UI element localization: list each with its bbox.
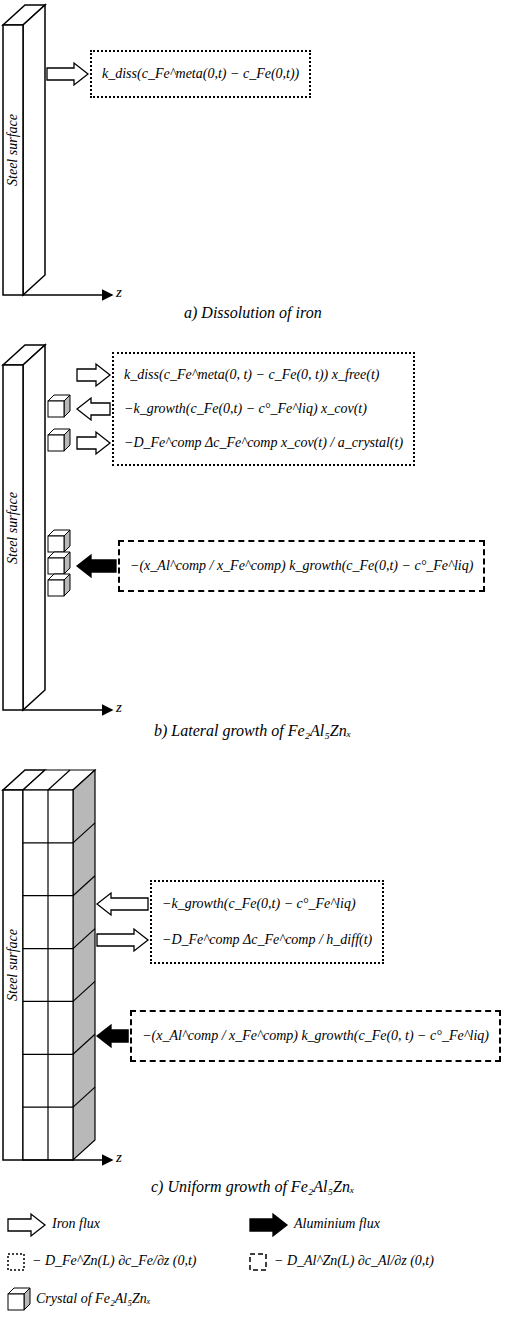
steel-slab <box>3 345 45 710</box>
aluminium-flux-arrow <box>97 1025 128 1047</box>
flux-equation: −D_Fe^comp Δc_Fe^comp x_cov(t) / a_cryst… <box>124 426 403 460</box>
iron-flux-arrow <box>47 63 88 85</box>
axis-label: z <box>116 1149 122 1166</box>
iron-flux-box: k_diss(c_Fe^meta(0, t) − c_Fe(0, t)) x_f… <box>112 352 415 466</box>
crystal-edge <box>23 895 73 896</box>
legend-text: Aluminium flux <box>294 1216 380 1232</box>
aluminium-flux-box: −(x_Al^comp / x_Fe^comp) k_growth(c_Fe(0… <box>130 1010 501 1062</box>
crystals <box>48 395 70 596</box>
legend-text: Iron flux <box>52 1216 100 1232</box>
steel-label: Steel surface <box>5 492 21 564</box>
crystal-edge <box>23 842 73 843</box>
crystal-edge <box>73 981 95 1001</box>
iron-flux-arrow <box>77 364 110 386</box>
crystal-edge <box>23 1107 73 1108</box>
aluminium-flux-arrow <box>77 555 116 577</box>
crystal-edge <box>73 823 95 843</box>
flux-equation: −(x_Al^comp / x_Fe^comp) k_growth(c_Fe(0… <box>142 1016 489 1056</box>
iron-flux-sample <box>8 1214 45 1236</box>
crystal-edge <box>73 929 95 949</box>
z-axis <box>23 294 112 296</box>
crystal-layer <box>23 770 95 1160</box>
flux-equation: k_diss(c_Fe^meta(0,t) − c_Fe(0,t)) <box>102 56 299 92</box>
crystal-edge <box>23 1054 73 1055</box>
steel-surface: Steel surface <box>3 770 95 1160</box>
flux-equation: −(x_Al^comp / x_Fe^comp) k_growth(c_Fe(0… <box>130 546 473 586</box>
steel-surface: Steel surface <box>3 345 75 710</box>
iron-flux-arrow <box>77 432 110 454</box>
crystal-edge <box>23 1001 73 1002</box>
panel-caption: a) Dissolution of iron <box>184 304 322 322</box>
aluminium-flux-box: −(x_Al^comp / x_Fe^comp) k_growth(c_Fe(0… <box>118 540 485 592</box>
crystal-edge <box>23 948 73 949</box>
aluminium-flux-sample <box>250 1214 287 1236</box>
crystal-edge <box>73 876 95 896</box>
axis-label: z <box>116 699 122 716</box>
flux-equation: −k_growth(c_Fe(0,t) − c°_Fe^liq) x_cov(t… <box>124 392 403 426</box>
dashed-box-sample <box>250 1254 266 1270</box>
iron-flux-box: −k_growth(c_Fe(0,t) − c°_Fe^liq)−D_Fe^co… <box>150 880 384 964</box>
steel-label: Steel surface <box>5 929 21 1001</box>
flux-equation: −k_growth(c_Fe(0,t) − c°_Fe^liq) <box>162 886 372 922</box>
panel-caption: c) Uniform growth of Fe₂Al₅Znₓ <box>151 1178 355 1196</box>
z-axis <box>23 1159 112 1161</box>
iron-flux-arrow <box>97 893 148 915</box>
iron-flux-box: k_diss(c_Fe^meta(0,t) − c_Fe(0,t)) <box>90 50 311 98</box>
axis-label: z <box>116 284 122 301</box>
legend-text: Crystal of Fe₂Al₅Znₓ <box>36 1291 151 1307</box>
legend-text: − D_Al^Zn(L) ∂c_Al/∂z (0,t) <box>274 1253 434 1269</box>
iron-flux-arrow <box>77 398 110 420</box>
z-axis <box>23 709 112 711</box>
iron-flux-arrow <box>97 929 148 951</box>
crystal-edge <box>73 1034 95 1054</box>
steel-slab <box>3 5 45 295</box>
flux-equation: k_diss(c_Fe^meta(0, t) − c_Fe(0, t)) x_f… <box>124 358 403 392</box>
steel-label: Steel surface <box>5 114 21 186</box>
flux-equation: −D_Fe^comp Δc_Fe^comp / h_diff(t) <box>162 922 372 958</box>
panel-caption: b) Lateral growth of Fe₂Al₅Znₓ <box>154 722 351 740</box>
steel-surface: Steel surface <box>3 5 45 295</box>
crystal-sample <box>8 1288 30 1310</box>
legend-text: − D_Fe^Zn(L) ∂c_Fe/∂z (0,t) <box>32 1253 197 1269</box>
dotted-box-sample <box>8 1254 24 1270</box>
crystal-edge <box>73 1087 95 1107</box>
